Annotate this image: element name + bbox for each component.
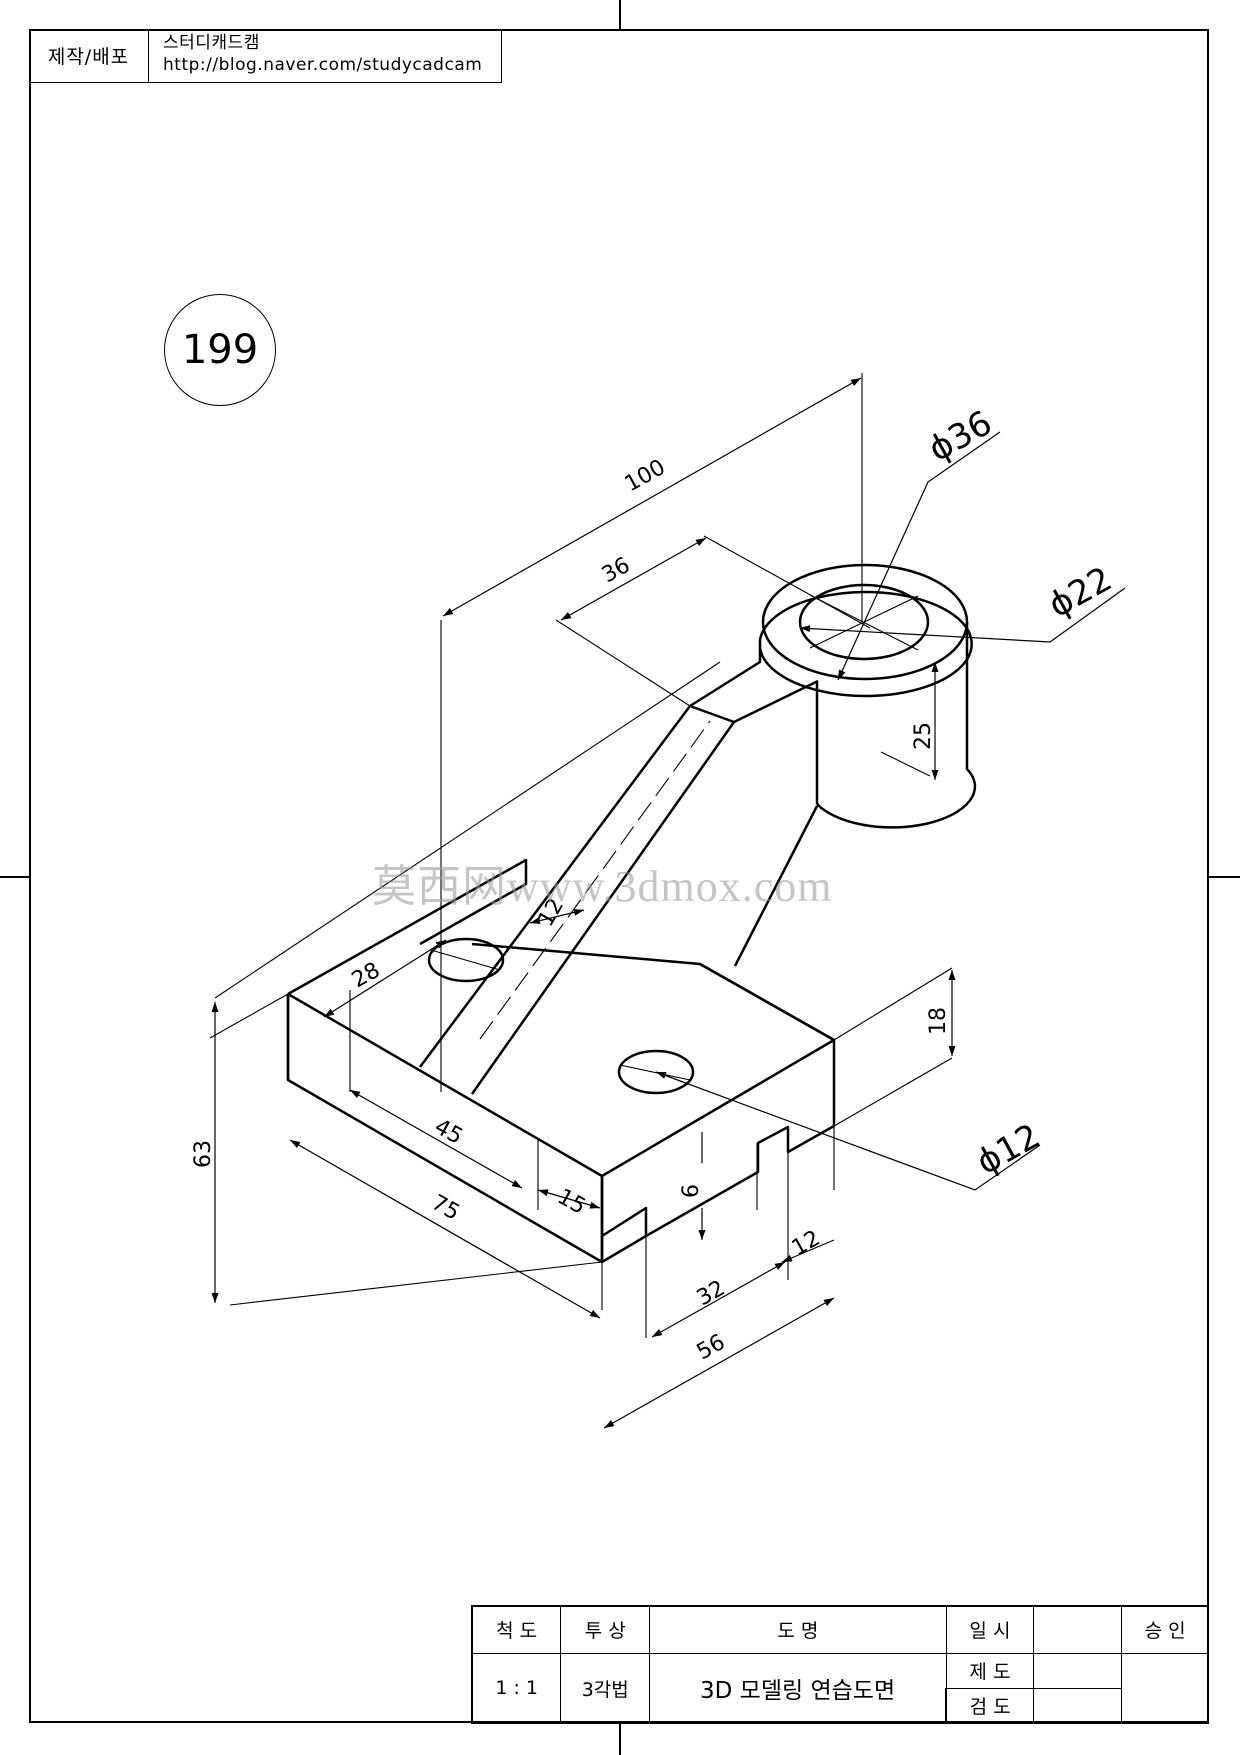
drawing-name-label: 도 명 — [649, 1605, 947, 1654]
projection-label: 투 상 — [560, 1605, 651, 1654]
scale-value: 1 : 1 — [471, 1652, 562, 1724]
author-url[interactable]: http://blog.naver.com/studycadcam — [163, 55, 483, 75]
drafted-value — [1033, 1652, 1123, 1689]
center-mark-right — [1208, 876, 1240, 878]
date-value — [1033, 1605, 1123, 1654]
projection-value: 3각법 — [560, 1652, 651, 1724]
dim-phi22: ϕ22 — [1042, 559, 1119, 626]
author-box: 제작/배포 스터디캐드캠 http://blog.naver.com/study… — [29, 29, 502, 83]
approval-value — [1121, 1652, 1209, 1724]
center-mark-left — [0, 876, 30, 878]
drawing-number-badge: 199 — [164, 294, 276, 406]
checked-value — [1033, 1687, 1123, 1724]
title-block: 척 도 투 상 도 명 일 시 승 인 1 : 1 3각법 3D 모델링 연습도… — [471, 1605, 1209, 1724]
dim-12-slot: 12 — [788, 1226, 825, 1261]
dim-75: 75 — [427, 1190, 464, 1225]
dim-6: 6 — [679, 1184, 704, 1198]
author-info: 스터디캐드캠 http://blog.naver.com/studycadcam — [149, 29, 482, 82]
author-label: 제작/배포 — [29, 29, 149, 82]
date-label: 일 시 — [945, 1605, 1035, 1654]
scale-label: 척 도 — [471, 1605, 562, 1654]
center-mark-top — [619, 0, 621, 30]
dim-36: 36 — [598, 553, 635, 588]
drawing-name: 3D 모델링 연습도면 — [649, 1652, 947, 1724]
dim-32: 32 — [693, 1276, 730, 1311]
dim-25: 25 — [911, 722, 936, 750]
dim-phi12: ϕ12 — [970, 1116, 1047, 1183]
dim-18: 18 — [926, 1007, 951, 1035]
dim-45: 45 — [430, 1114, 467, 1149]
approval-label: 승 인 — [1121, 1605, 1209, 1654]
dim-28: 28 — [348, 958, 385, 993]
checked-label: 검 도 — [945, 1687, 1035, 1724]
dim-63: 63 — [191, 1140, 216, 1168]
dimension-lines — [211, 377, 1126, 1429]
watermark: 莫西网www.3dmox.com — [372, 862, 833, 911]
author-name: 스터디캐드캠 — [163, 33, 260, 53]
dim-15: 15 — [553, 1184, 590, 1219]
drafted-label: 제 도 — [945, 1652, 1035, 1689]
center-mark-bottom — [619, 1722, 621, 1755]
